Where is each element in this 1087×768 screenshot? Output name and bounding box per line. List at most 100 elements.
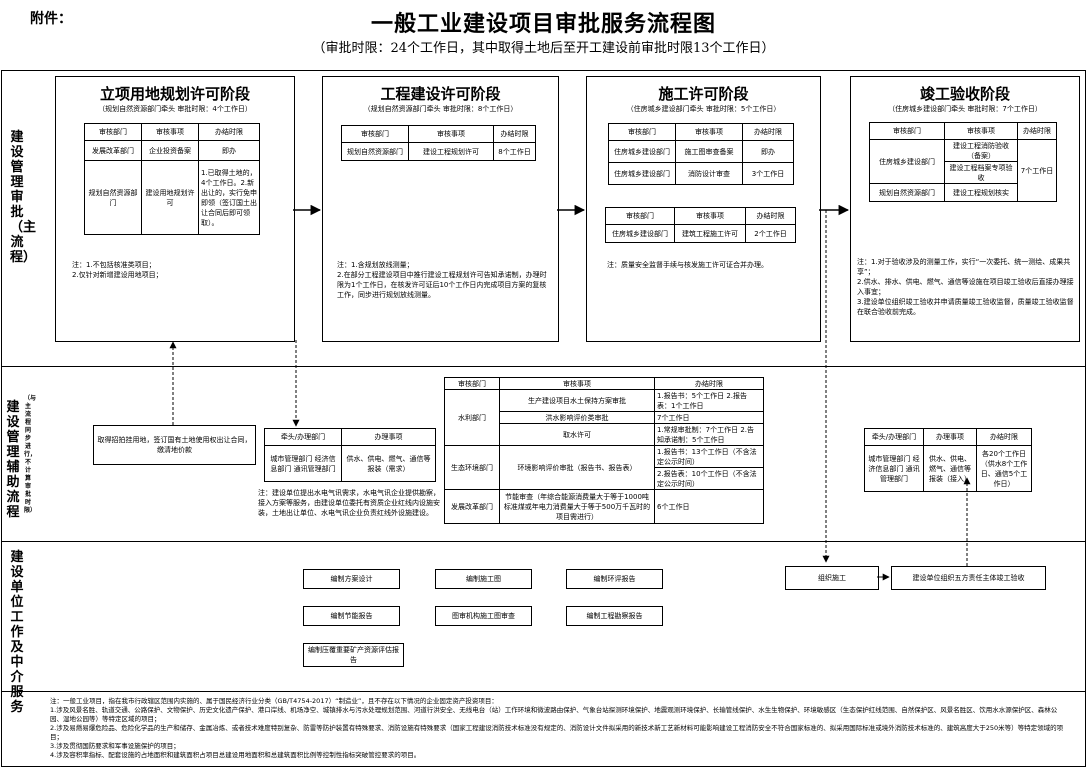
table-cell: 生产建设项目水土保持方案审批 (499, 389, 655, 412)
footnote-1: 1.涉及风景名胜、轨道交通、公路保护、文物保护、历史文化遗产保护、港口岸线、机场… (50, 706, 1058, 723)
table-cell: 水利部门 (444, 389, 500, 446)
table-cell: 住房城乡建设部门 (608, 140, 676, 163)
header-item: 审核事项 (499, 377, 655, 390)
table-cell: 7个工作日 (654, 411, 764, 424)
table-cell: 即办 (742, 140, 794, 163)
header-item: 审核事项 (675, 123, 743, 141)
table-cell: 城市管理部门 经济信息部门 通讯管理部门 (264, 445, 342, 482)
header-item: 审核事项 (408, 125, 494, 143)
utility-apply-table: 牵头/办理部门办理事项 城市管理部门 经济信息部门 通讯管理部门供水、供电、燃气… (264, 428, 436, 482)
table-cell: 施工图审查备案 (675, 140, 743, 163)
table-cell: 2.报告表：10个工作日（不含法定公示时间） (654, 467, 764, 490)
footnote-intro: 注：一般工业项目，指在我市行政辖区范围内实施的、属于国民经济行业分类（GB/T4… (50, 697, 498, 705)
header-limit: 办结时限 (198, 123, 260, 141)
land-transfer-box: 取得招拍挂用地，签订国有土地使用权出让合同，缴清地价款 (93, 425, 256, 465)
table-cell: 规划自然资源部门 (84, 160, 142, 235)
footnote-4: 4.涉及容积率指标、配套设施的占地面积和建筑面积占项目总建设用地面积和总建筑面积… (50, 751, 421, 759)
table-cell: 规划自然资源部门 (869, 183, 945, 202)
lane-main-label: 建设管理审批（主流程） (10, 130, 37, 265)
stage-1-note-2: 2.仅针对新增建设用地项目； (72, 271, 163, 279)
table-cell: 洪水影响评价类审批 (499, 411, 655, 424)
lane-service (1, 541, 1086, 692)
stage-2-note-1: 注：1.含规划放线测量； (337, 261, 414, 269)
table-cell: 建设工程规划许可 (408, 142, 494, 161)
header-limit: 办结时限 (745, 207, 796, 225)
service-box: 编制施工图 (435, 569, 532, 589)
table-cell: 节能审查（年综合能源消费量大于等于1000吨标准煤或年电力消费量大于等于500万… (499, 489, 655, 524)
lane-aux (1, 365, 1086, 542)
stage-1-panel: 立项用地规划许可阶段 （规划自然资源部门牵头 审批时限：4个工作日） 审核部门审… (55, 76, 295, 342)
page-subtitle: （审批时限：24个工作日，其中取得土地后至开工建设前审批时限13个工作日） (312, 41, 775, 56)
annex-label: 附件： (30, 11, 72, 27)
stage-2-note-2: 2.在部分工程建设项目中推行建设工程规划许可告知承诺制，办理时限为1个工作日，在… (337, 271, 547, 299)
header-limit: 办结时限 (742, 123, 794, 141)
utility-connect-table: 牵头/办理部门办理事项办结时限 城市管理部门 经济信息部门 通讯管理部门供水、供… (864, 428, 1032, 492)
stage-4-note-1: 注：1.对于验收涉及的测量工作，实行“一次委托、统一测绘、成果共享”； (857, 258, 1071, 276)
header-item: 审核事项 (141, 123, 199, 141)
header-item: 审核事项 (674, 207, 746, 225)
stage-1-title: 立项用地规划许可阶段 (99, 85, 250, 103)
utility-apply-note: 注：建设单位提出水电气讯需求，水电气讯企业提供勘察，接入方案等服务，由建设单位委… (258, 489, 440, 517)
lane-service-label: 建设单位工作及中介服务 (10, 550, 24, 715)
stage-3-title: 施工许可阶段 (658, 85, 749, 103)
table-cell: 消防设计审查 (675, 162, 743, 185)
service-box: 图审机构施工图审查 (435, 606, 532, 626)
header-limit: 办结时限 (654, 377, 764, 390)
table-cell: 7个工作日 (1017, 139, 1057, 202)
table-cell: 企业投资备案 (141, 140, 199, 161)
table-cell: 1.报告书：13个工作日（不含法定公示时间） (654, 445, 764, 468)
table-cell: 2个工作日 (745, 224, 796, 243)
table-cell: 发展改革部门 (444, 489, 500, 524)
header-dept: 审核部门 (341, 125, 409, 143)
construction-box: 组织施工 (785, 566, 879, 590)
lane-main (1, 70, 1086, 367)
table-cell: 发展改革部门 (84, 140, 142, 161)
header-dept: 审核部门 (869, 122, 945, 140)
stage-2-title: 工程建设许可阶段 (380, 85, 501, 103)
table-cell: 建设工程档案专项验收 (944, 161, 1018, 184)
table-cell: 各20个工作日（供水8个工作日、通信5个工作日） (976, 445, 1032, 492)
stage-2-panel: 工程建设许可阶段 （规划自然资源部门牵头 审批时限：8个工作日） 审核部门审核事… (322, 76, 559, 342)
stage-4-panel: 竣工验收阶段 （住房城乡建设部门牵头 审批时限：7个工作日） 审核部门审核事项办… (850, 76, 1080, 342)
table-cell: 住房城乡建设部门 (608, 162, 676, 185)
stage-4-subtitle: （住房城乡建设部门牵头 审批时限：7个工作日） (888, 105, 1042, 113)
acceptance-box: 建设单位组织五方责任主体竣工验收 (891, 566, 1046, 590)
table-cell: 规划自然资源部门 (341, 142, 409, 161)
stage-1-note-1: 注：1.不包括核准类项目； (72, 261, 156, 269)
lane-aux-label: 建设管理辅助流程 (6, 400, 20, 520)
table-cell: 建筑工程施工许可 (674, 224, 746, 243)
table-cell: 3个工作日 (742, 162, 794, 185)
table-cell: 供水、供电、燃气、通信等报装（接入） (923, 445, 977, 492)
table-cell: 即办 (198, 140, 260, 161)
service-box: 编制节能报告 (303, 606, 400, 626)
table-cell: 建设工程消防验收（备案） (944, 139, 1018, 162)
table-cell: 生态环境部门 (444, 445, 500, 490)
table-cell: 取水许可 (499, 423, 655, 446)
table-cell: 1.已取得土地的，4个工作日。2.新出让的，实行免申即领（签订国土出让合同后即可… (198, 160, 260, 235)
stage-3-subtitle: （住房城乡建设部门牵头 审批时限：5个工作日） (626, 105, 781, 113)
lane-footnotes (1, 691, 1086, 767)
page-title: 一般工业建设项目审批服务流程图 (370, 11, 716, 37)
stage-3-table-a: 审核部门审核事项办结时限 住房城乡建设部门施工图审查备案即办 住房城乡建设部门消… (608, 123, 794, 185)
service-box: 编制环评报告 (566, 569, 663, 589)
header-dept: 审核部门 (608, 123, 676, 141)
stage-4-note-2: 2.供水、排水、供电、燃气、通信等设施在项目竣工验收后直接办理接入事宜； (857, 278, 1074, 296)
header-dept: 审核部门 (605, 207, 675, 225)
header-item: 审核事项 (944, 122, 1018, 140)
stage-3-note: 注：质量安全监督手续与核发施工许可证合并办理。 (607, 261, 768, 269)
header-dept: 审核部门 (84, 123, 142, 141)
service-box: 编制压覆重要矿产资源评估报告 (303, 643, 404, 667)
service-box: 编制方案设计 (303, 569, 400, 589)
table-cell: 建设工程规划核实 (944, 183, 1018, 202)
stage-4-note-3: 3.建设单位组织竣工验收并申请质量竣工验收监督，质量竣工验收监督在联合验收前完成… (857, 298, 1074, 316)
table-cell: 城市管理部门 经济信息部门 通讯管理部门 (864, 445, 924, 492)
stage-4-title: 竣工验收阶段 (919, 85, 1010, 103)
table-cell: 建设用地规划许可 (141, 160, 199, 235)
header-limit: 办结时限 (1017, 122, 1057, 140)
header-dept: 审核部门 (444, 377, 500, 390)
table-cell: 8个工作日 (493, 142, 536, 161)
header-dept2: 牵头/办理部门 (864, 428, 924, 446)
table-cell: 1.报告书：5个工作日 2.报告表：1个工作日 (654, 389, 764, 412)
